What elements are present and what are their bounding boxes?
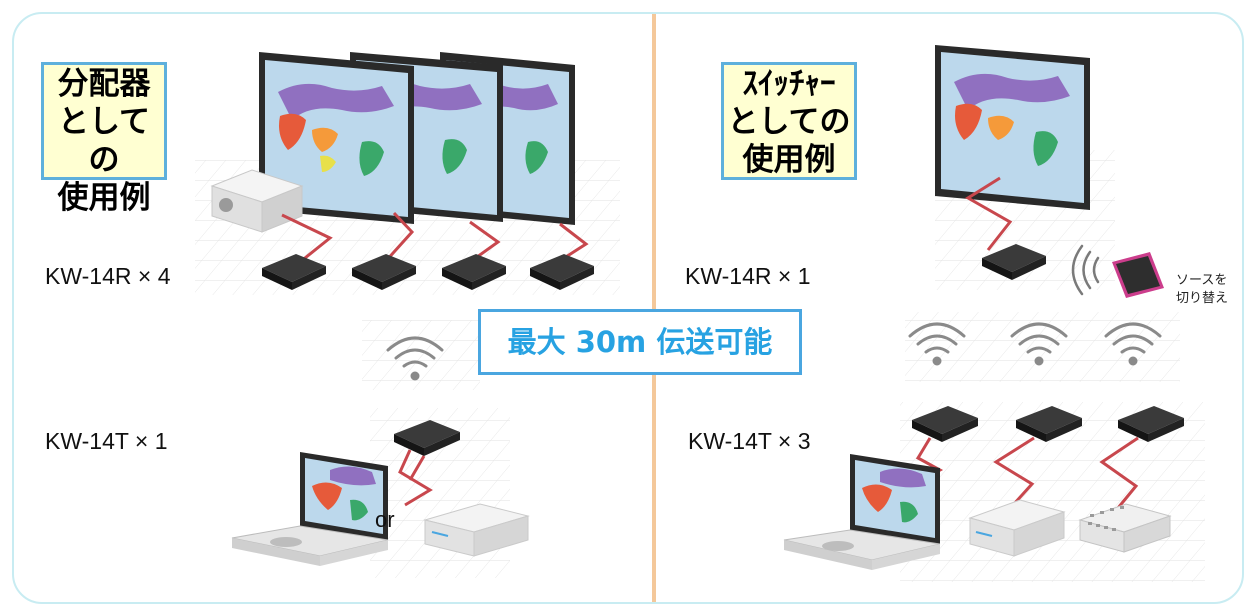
switch-source-note: ソースを 切り替え	[1176, 271, 1228, 307]
media-player-icon	[968, 499, 1066, 557]
title-line: としての	[727, 104, 851, 140]
left-receiver-label: KW-14R × 4	[45, 263, 171, 289]
title-line: ｽｲｯﾁｬｰ	[742, 66, 836, 102]
title-line: としての	[57, 104, 151, 178]
usage-title-distributor: 分配器 としての 使用例	[41, 62, 167, 216]
media-player-icon	[423, 503, 530, 557]
receiver-box-icon	[262, 254, 326, 290]
wifi-signal-icon	[1010, 322, 1068, 366]
right-receiver-label: KW-14R × 1	[685, 263, 811, 289]
usage-title-switcher: ｽｲｯﾁｬｰ としての 使用例	[721, 62, 857, 180]
wifi-signal-icon	[1104, 322, 1162, 366]
right-transmitter-label: KW-14T × 3	[688, 428, 811, 454]
wifi-signal-icon	[386, 336, 444, 381]
display-screen-icon	[935, 45, 1090, 210]
receiver-box-icon	[912, 406, 978, 442]
note-line: ソースを	[1176, 272, 1228, 287]
or-text: or	[375, 507, 395, 532]
projector-icon	[210, 169, 304, 233]
cable	[398, 449, 433, 507]
panel-divider	[652, 14, 656, 602]
laptop-icon	[231, 452, 389, 566]
receiver-box-icon	[442, 254, 506, 290]
remote-control-icon	[1112, 252, 1164, 298]
receiver-box-icon	[394, 420, 460, 456]
wifi-signal-icon	[1071, 244, 1100, 296]
receiver-box-icon	[982, 244, 1046, 280]
display-screen-icon	[259, 52, 414, 224]
title-line: 使用例	[742, 142, 836, 178]
receiver-box-icon	[1118, 406, 1184, 442]
left-transmitter-label: KW-14T × 1	[45, 428, 168, 454]
wifi-signal-icon	[908, 322, 966, 366]
title-line: 使用例	[57, 180, 151, 216]
transmission-range-badge: 最大 30m 伝送可能	[478, 309, 802, 375]
laptop-icon	[783, 454, 941, 570]
title-line: 分配器	[57, 66, 151, 102]
receiver-box-icon	[1016, 406, 1082, 442]
receiver-box-icon	[530, 254, 594, 290]
media-player-icon	[1078, 503, 1172, 553]
cable	[965, 176, 1013, 251]
note-line: 切り替え	[1176, 290, 1229, 305]
receiver-box-icon	[352, 254, 416, 290]
